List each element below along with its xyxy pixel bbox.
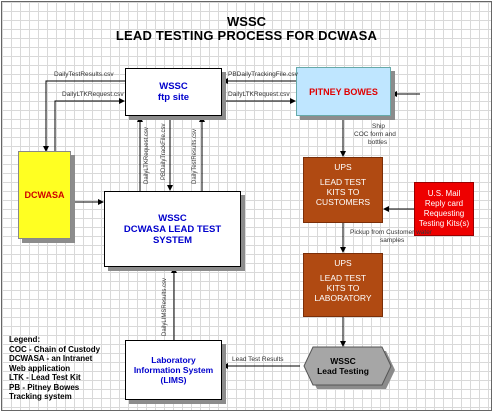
legend-item: COC - Chain of Custody [9, 344, 101, 354]
legend-item: Web application [9, 363, 71, 373]
wssc-lab-line1: WSSC [330, 356, 356, 366]
lims-line2: Information System [133, 365, 214, 375]
edge-label-daily-ltk-request-dcwasa: DailyLTKRequest.csv [62, 91, 124, 98]
dcwasa-node: DCWASA [18, 151, 71, 239]
usmail-line4: Testing Kits(s) [418, 219, 470, 228]
wssc-lead-testing-node: WSSC Lead Testing [301, 347, 385, 385]
wssc-lab-hexagon [303, 346, 392, 386]
edge-label-v-daily-lims-results: DailyLIMSResults.csv [162, 277, 168, 336]
usmail-line2: Reply card [424, 199, 464, 208]
ship-note-line1: Ship [372, 123, 386, 130]
pickup-note-line2: samples [380, 237, 405, 244]
ups1-line1: LEAD TEST [319, 177, 367, 187]
dclt-line1: WSSC [158, 212, 187, 224]
ship-note: Ship COC form and bottles [354, 123, 396, 147]
edge-ftp-to-dcwasa-results [43, 80, 125, 152]
ups2-line3: LABORATORY [314, 293, 372, 303]
wssc-ftp-site-node: WSSC ftp site [125, 68, 222, 116]
pickup-note: Pickup from Customer water samples [350, 229, 432, 245]
lims-line1: Laboratory [151, 355, 196, 365]
ups-kits-to-laboratory-node: UPS LEAD TEST KITS TO LABORATORY [303, 253, 383, 317]
legend-item: PB - Pitney Bowes [9, 382, 80, 392]
ups2-name: UPS [334, 258, 352, 268]
edge-label-lead-test-results: Lead Test Results [232, 356, 284, 363]
usmail-line3: Requesting [423, 209, 465, 218]
legend: Legend: COC - Chain of Custody DCWASA - … [9, 335, 100, 402]
ups-kits-to-customers-node: UPS LEAD TEST KITS TO CUSTOMERS [303, 157, 383, 223]
lims-line3: (LIMS) [160, 375, 187, 385]
ups1-name: UPS [334, 162, 352, 172]
pitney-bowes-node: PITNEY BOWES [296, 67, 391, 116]
legend-heading: Legend: [9, 335, 41, 344]
wssc-ftp-line1: WSSC [159, 81, 188, 92]
wssc-lab-line2: Lead Testing [317, 366, 369, 376]
ups2-line2: KITS TO [326, 283, 360, 293]
dclt-line3: SYSTEM [152, 234, 193, 246]
edge-label-daily-ltk-request-pitney: DailyLTKRequest.csv [228, 91, 290, 98]
ups2-line1: LEAD TEST [319, 273, 367, 283]
diagram-title-org: WSSC [227, 14, 266, 29]
lims-node: Laboratory Information System (LIMS) [125, 340, 222, 400]
diagram-title: LEAD TESTING PROCESS FOR DCWASA [115, 28, 378, 43]
us-mail-reply-card-node: U.S. Mail Reply card Requesting Testing … [414, 182, 474, 236]
pitney-bowes-label: PITNEY BOWES [309, 86, 378, 97]
ship-note-line2: COC form and [354, 131, 396, 138]
legend-item: DCWASA - an Intranet [9, 354, 93, 363]
edge-label-daily-test-results: DailyTestResults.csv [54, 71, 114, 78]
edge-label-v-pb-daily-track: PBDailyTrackFile.csv [161, 123, 167, 180]
edge-label-pb-daily-tracking: PBDailyTrackingFile.csv [228, 71, 298, 78]
dclt-line2: DCWASA LEAD TEST [123, 223, 222, 235]
edge-label-v-daily-test-results: DailyTestResults.csv [192, 128, 198, 184]
ups1-line3: CUSTOMERS [315, 197, 371, 207]
wssc-ftp-line2: ftp site [157, 92, 190, 103]
dcwasa-label: DCWASA [24, 190, 65, 200]
edge-label-v-daily-ltk-request: DailyLTKRequest.csv [144, 127, 150, 184]
pickup-note-line1: Pickup from Customer water [350, 229, 432, 236]
usmail-line1: U.S. Mail [427, 189, 461, 198]
legend-item: Tracking system [9, 392, 72, 401]
legend-item: LTK - Lead Test Kit [9, 373, 81, 382]
dcwasa-lead-test-system-node: WSSC DCWASA LEAD TEST SYSTEM [104, 191, 241, 267]
ups1-line2: KITS TO [326, 187, 360, 197]
edge-dcwasa-to-ftp-request [54, 98, 125, 151]
ship-note-line3: bottles [368, 139, 388, 146]
